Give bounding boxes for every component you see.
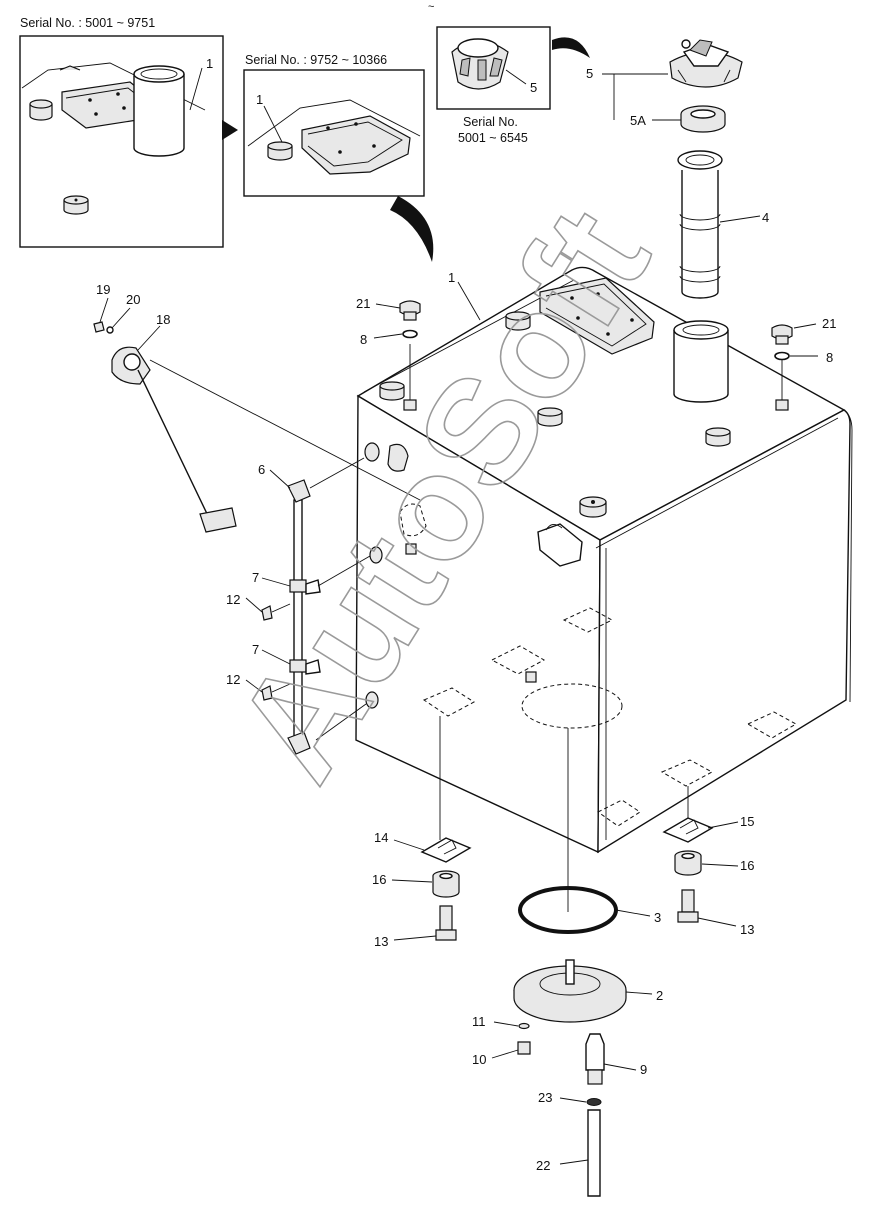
callout-12-lower: 12 xyxy=(226,672,240,687)
callout-8-right: 8 xyxy=(826,350,833,365)
level-gauge-assembly xyxy=(261,457,371,755)
callout-7-lower: 7 xyxy=(252,642,259,657)
callout-10: 10 xyxy=(472,1052,486,1067)
callout-13-right: 13 xyxy=(740,922,754,937)
callout-20: 20 xyxy=(126,292,140,307)
callout-14: 14 xyxy=(374,830,388,845)
level-sender-assembly xyxy=(93,321,421,533)
hydraulic-tank-body xyxy=(355,266,853,912)
inset-c-serial-line2: 5001 ~ 6545 xyxy=(458,131,528,145)
inset-b-serial-label: Serial No. : 9752 ~ 10366 xyxy=(245,53,387,67)
callout-16-left: 16 xyxy=(372,872,386,887)
inset-panel-serial-5001-9751: Serial No. : 5001 ~ 9751 1 xyxy=(19,16,238,248)
header-mark: ~ xyxy=(428,1,434,13)
callout-8-left: 8 xyxy=(360,332,367,347)
callout-5: 5 xyxy=(586,66,593,81)
inset-a-callout: 1 xyxy=(206,56,213,71)
callout-21-right: 21 xyxy=(822,316,836,331)
inset-panel-serial-9752-10366: Serial No. : 9752 ~ 10366 1 xyxy=(243,53,434,262)
leader-lines xyxy=(99,281,818,1165)
inset-a-serial-label: Serial No. : 5001 ~ 9751 xyxy=(20,16,155,30)
callout-11: 11 xyxy=(472,1014,486,1029)
callout-19: 19 xyxy=(96,282,110,297)
callout-3: 3 xyxy=(654,910,661,925)
callout-23: 23 xyxy=(538,1090,552,1105)
callout-2: 2 xyxy=(656,988,663,1003)
callout-16-right: 16 xyxy=(740,858,754,873)
callout-12-upper: 12 xyxy=(226,592,240,607)
inset-b-callout: 1 xyxy=(256,92,263,107)
filler-cap-assembly xyxy=(602,39,761,299)
callout-6: 6 xyxy=(258,462,265,477)
callout-labels: 1 5 5A 4 21 8 21 8 19 20 18 6 7 12 7 12 … xyxy=(96,66,836,1173)
callout-9: 9 xyxy=(640,1062,647,1077)
callout-5a: 5A xyxy=(630,113,646,128)
callout-7-upper: 7 xyxy=(252,570,259,585)
callout-21-left: 21 xyxy=(356,296,370,311)
callout-22: 22 xyxy=(536,1158,550,1173)
inset-c-callout: 5 xyxy=(530,80,537,95)
callout-4: 4 xyxy=(762,210,769,225)
callout-18: 18 xyxy=(156,312,170,327)
callout-13-left: 13 xyxy=(374,934,388,949)
callout-15: 15 xyxy=(740,814,754,829)
inset-panel-serial-5001-6545: 5 Serial No. 5001 ~ 6545 xyxy=(436,26,590,145)
callout-1: 1 xyxy=(448,270,455,285)
inset-c-serial-line1: Serial No. xyxy=(463,115,518,129)
